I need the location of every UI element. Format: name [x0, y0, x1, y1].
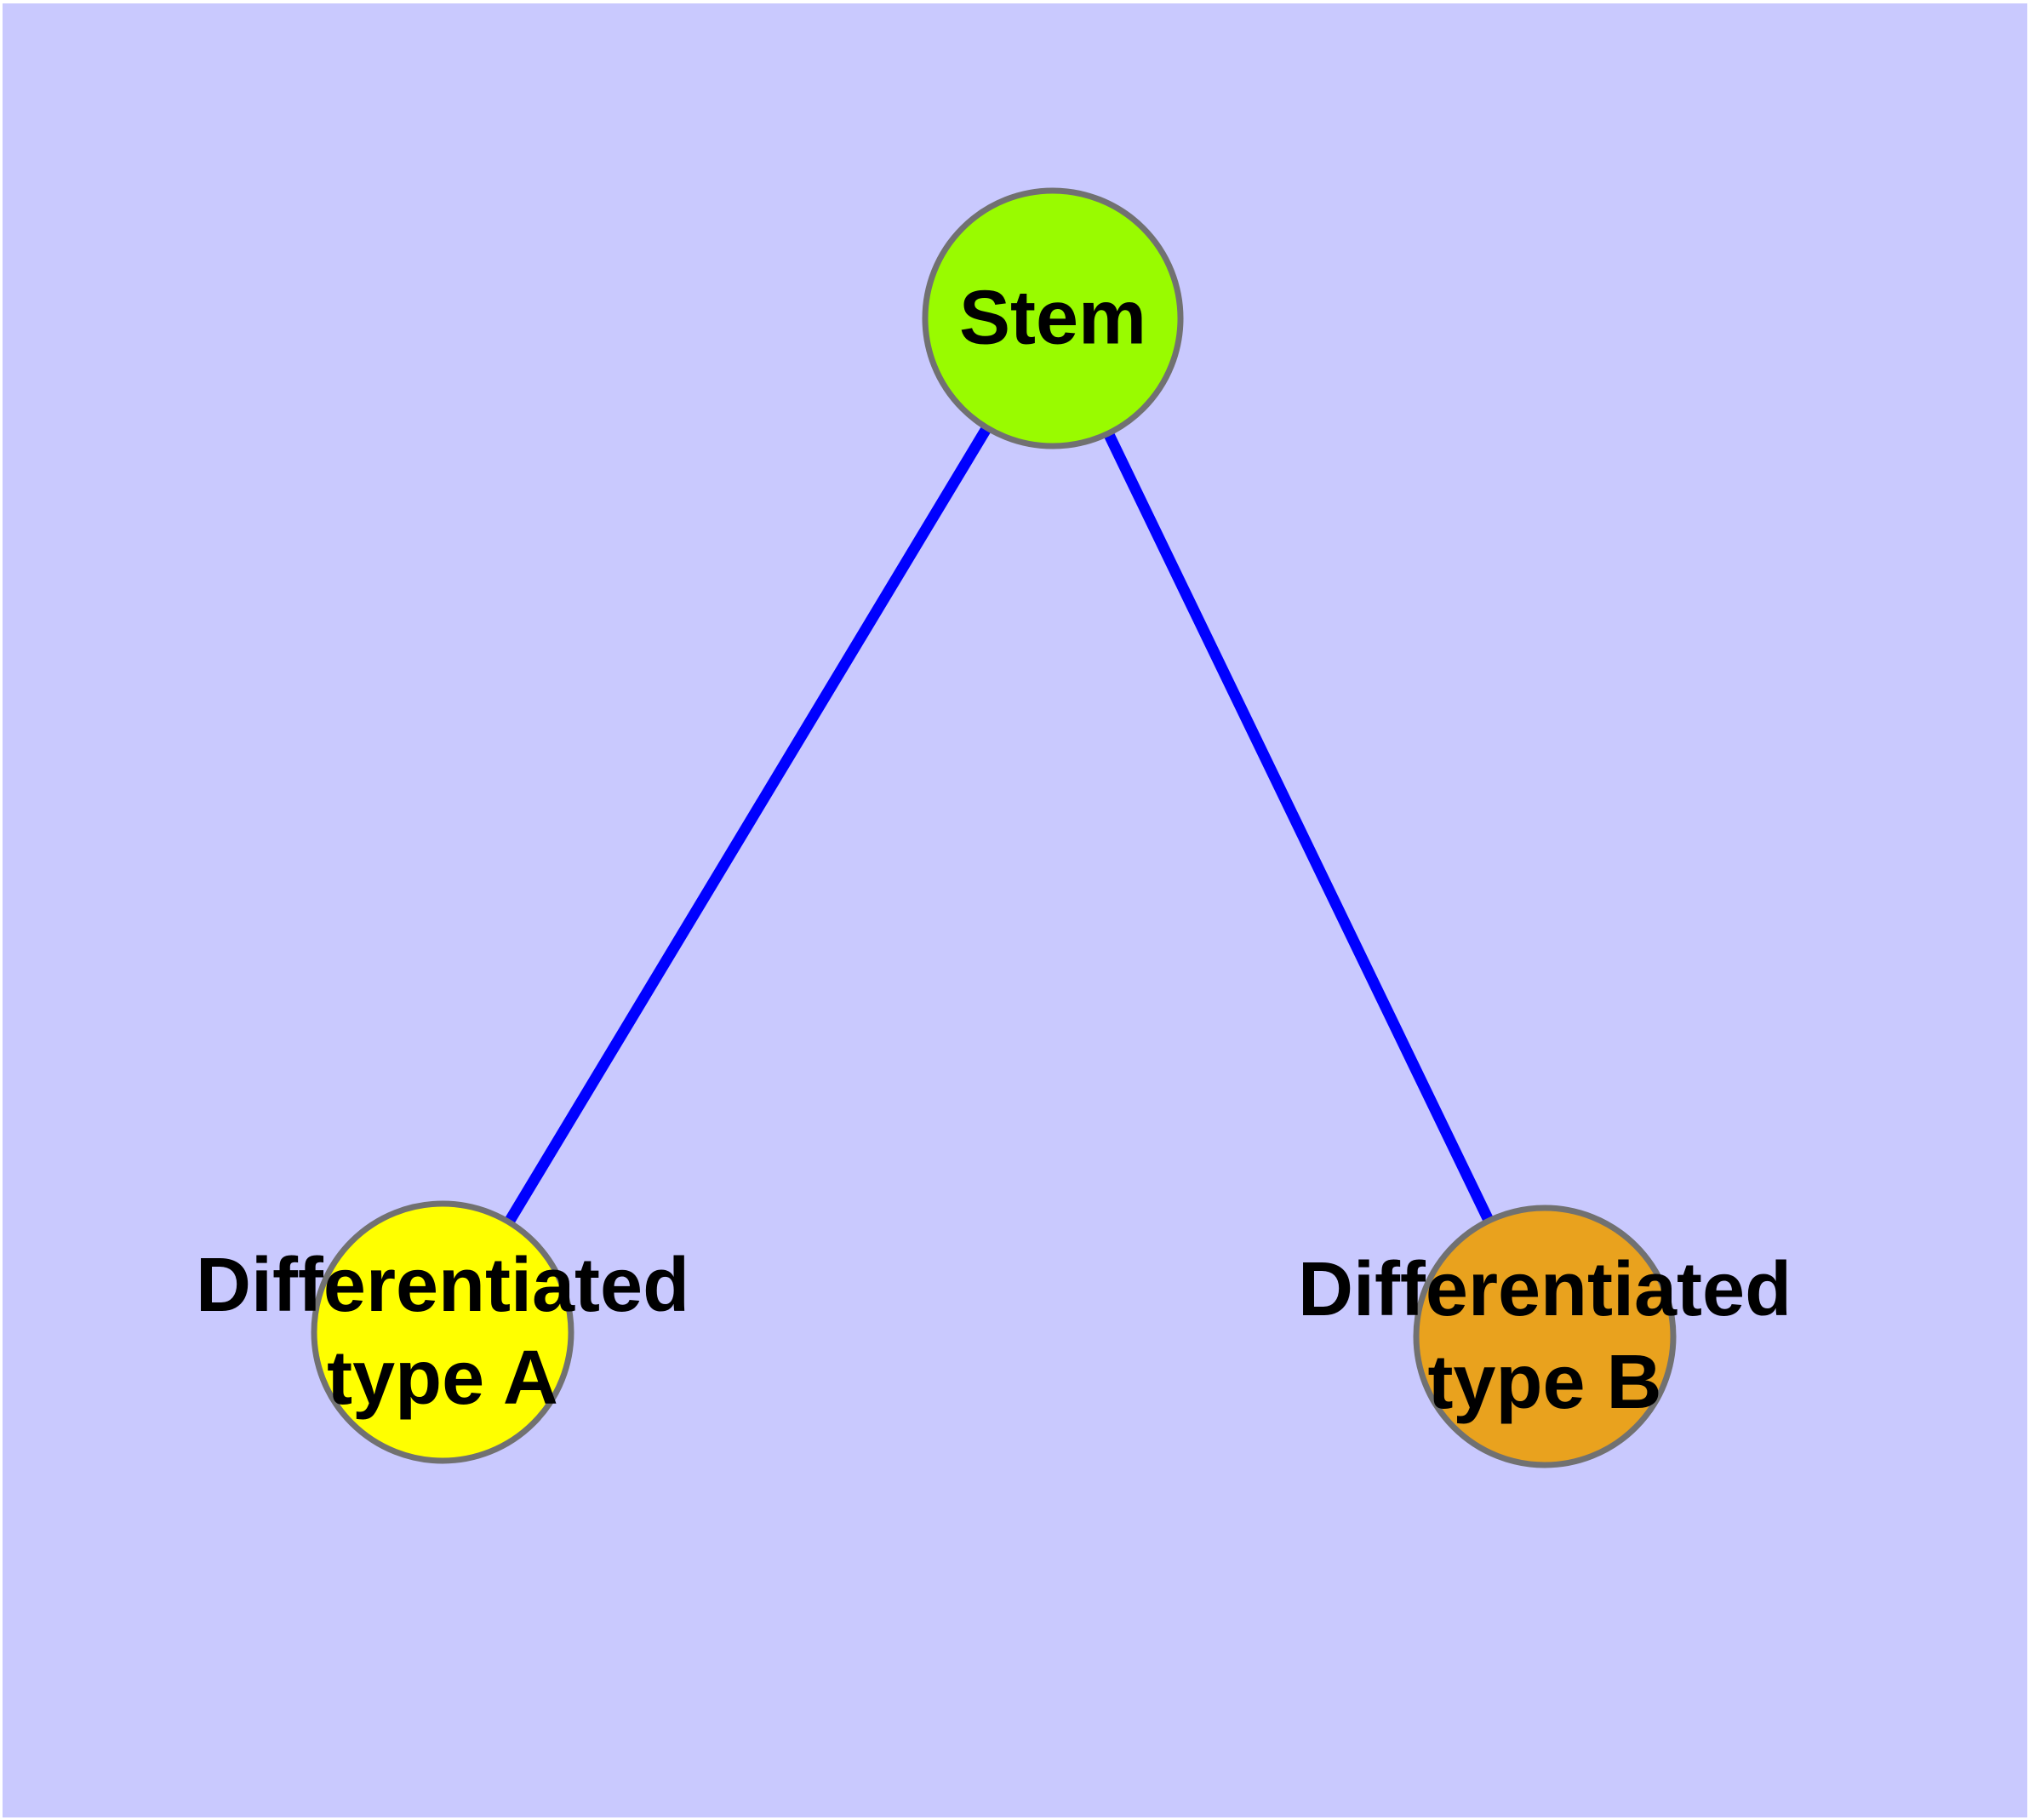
node-stem-circle [922, 187, 1184, 449]
edge-stem-to-type-b [1048, 316, 1550, 1339]
node-type-a-label: Differentiated type A [196, 1239, 689, 1425]
edge-stem-to-type-a [437, 315, 1058, 1336]
node-stem-label-text: Stem [958, 275, 1147, 361]
node-stem-label: Stem [959, 272, 1146, 365]
node-type-b-circle [1413, 1205, 1677, 1468]
node-type-a-circle [311, 1200, 574, 1464]
node-type-b-label-line2: type B [1427, 1340, 1662, 1425]
node-type-b-label-line1: Differentiated [1297, 1247, 1792, 1332]
node-type-a-label-line1: Differentiated [195, 1243, 690, 1328]
node-type-b-label: Differentiated type B [1298, 1244, 1792, 1429]
node-type-a-label-line2: type A [327, 1336, 558, 1421]
